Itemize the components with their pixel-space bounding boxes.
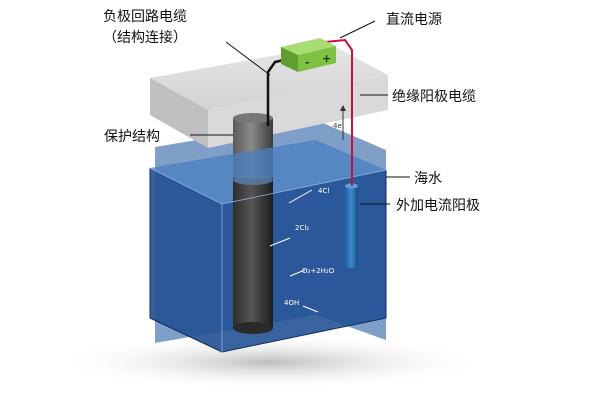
water-front-face <box>150 168 222 352</box>
battery-minus-sign: - <box>305 56 310 69</box>
ground-shadow <box>50 334 490 390</box>
hydroxide-label: 4OH <box>284 299 299 307</box>
label-dc-power: 直流电源 <box>386 12 442 28</box>
oxygen-water-label: O₂+2H₂O <box>302 267 335 275</box>
anode-cable <box>324 38 353 186</box>
label-negative-cable-line1: 负极回路电缆 <box>103 9 187 25</box>
hydroxide-arrow <box>302 305 319 313</box>
battery-side <box>298 46 336 72</box>
chlorine-label: 2Cl₂ <box>295 224 309 232</box>
label-seawater: 海水 <box>414 171 442 187</box>
oxygen-arrow <box>289 269 306 277</box>
label-impressed-anode: 外加电流阳极 <box>396 198 480 214</box>
leader-dc-power <box>339 20 376 39</box>
electron-label: 4e <box>333 122 342 130</box>
deck-front <box>150 78 208 148</box>
water-top-surface <box>150 140 386 204</box>
chloride-arrow <box>288 189 313 204</box>
battery-top <box>281 38 336 55</box>
pile-bottom <box>233 322 273 334</box>
battery-front <box>281 47 298 72</box>
pile-submerged <box>233 178 273 328</box>
electron-arrow-head <box>340 105 346 111</box>
leader-negative-cable <box>225 41 271 76</box>
chloride-label: 4Cl <box>318 187 329 195</box>
label-protected-structure: 保护结构 <box>104 129 160 145</box>
anode-rod <box>345 186 358 268</box>
pile-waterline <box>233 175 273 185</box>
pile-top <box>233 113 273 123</box>
label-anode-cable: 绝缘阳极电缆 <box>392 89 476 105</box>
label-negative-cable-line2: （结构连接） <box>103 30 187 46</box>
battery-plus-sign: + <box>322 52 331 65</box>
chlorine-arrow <box>269 237 291 247</box>
